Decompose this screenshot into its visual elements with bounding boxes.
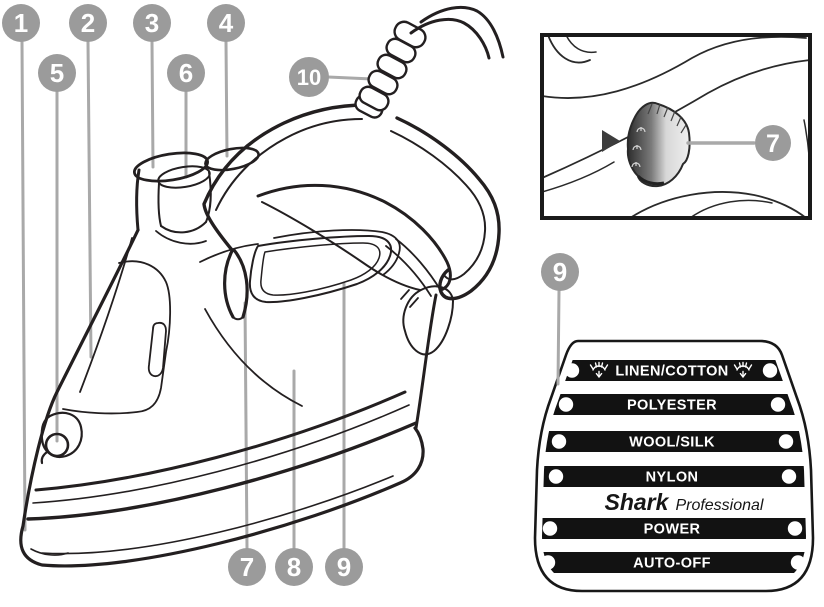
leader-10 (326, 75, 374, 81)
inset-detail-box (540, 33, 812, 220)
callout-6: 6 (167, 54, 205, 92)
leader-2 (86, 40, 93, 359)
leader-9-panel (556, 289, 561, 386)
callout-3-number: 3 (145, 8, 159, 38)
callout-6-number: 6 (179, 58, 193, 88)
callout-2-number: 2 (81, 8, 95, 38)
callout-9-bottom-number: 9 (337, 552, 351, 582)
leader-lines (20, 40, 374, 550)
callout-5-number: 5 (50, 58, 64, 88)
iron-illustration (19, 5, 505, 568)
knob-ridges (647, 103, 687, 134)
knob-steam-markings (631, 127, 646, 168)
indicator-dots (540, 363, 806, 570)
leader-3 (150, 40, 155, 169)
triangle-pointer-icon (602, 130, 620, 152)
callout-7-bottom: 7 (228, 548, 266, 586)
water-fill-cover (132, 151, 210, 183)
callout-1-number: 1 (14, 8, 28, 38)
callout-3: 3 (133, 4, 171, 42)
steam-dial-knob (626, 101, 691, 188)
leader-4 (224, 40, 229, 158)
spray-button (204, 146, 260, 172)
callout-7-number: 7 (240, 552, 254, 582)
band-label-linen-cotton: LINEN/COTTON (615, 364, 728, 380)
setting-bands (542, 360, 806, 573)
band-label-nylon: NYLON (646, 470, 699, 486)
callout-9-panel-number: 9 (553, 257, 567, 287)
fabric-select-display (248, 235, 392, 304)
callout-10: 10 (289, 57, 329, 97)
callout-8-number: 8 (287, 552, 301, 582)
spray-nozzle (40, 411, 83, 459)
leader-1 (20, 40, 27, 532)
band-label-power: POWER (644, 522, 701, 538)
brand-logo: Shark Professional (605, 489, 764, 515)
callout-9-panel: 9 (541, 253, 579, 291)
band-label-wool-silk: WOOL/SILK (629, 435, 715, 451)
callout-1: 1 (2, 4, 40, 42)
callout-7-inset: 7 (755, 125, 791, 161)
power-cord (409, 5, 505, 60)
band-label-polyester: POLYESTER (627, 398, 717, 414)
callout-2: 2 (69, 4, 107, 42)
brand-qualifier: Professional (675, 497, 763, 514)
inset-border (540, 33, 812, 220)
callout-4: 4 (207, 4, 245, 42)
band-label-auto-off: AUTO-OFF (633, 556, 711, 572)
brand-name: Shark (605, 489, 670, 515)
callout-9-bottom: 9 (325, 548, 363, 586)
callout-4-number: 4 (219, 8, 234, 38)
callout-bubbles: 1 2 3 4 5 6 10 7 8 9 9 7 (2, 4, 791, 586)
callout-8-bottom: 8 (275, 548, 313, 586)
callout-10-number: 10 (297, 65, 321, 90)
cord-strain-relief (354, 20, 427, 119)
leader-7-bottom (243, 301, 249, 550)
callout-5: 5 (38, 54, 76, 92)
callout-7-inset-number: 7 (766, 130, 780, 158)
fabric-label-panel: LINEN/COTTON POLYESTER WOOL/SILK NYLON P… (533, 289, 815, 593)
